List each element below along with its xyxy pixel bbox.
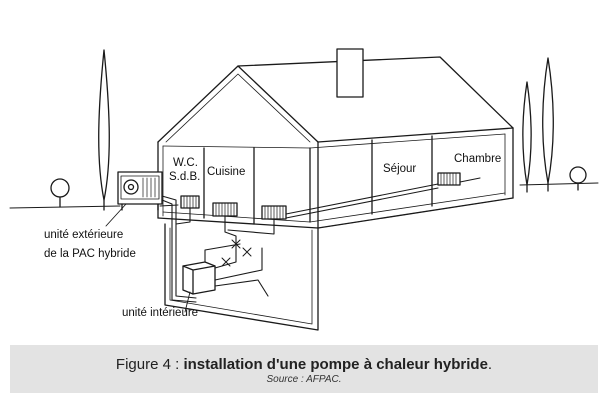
- room-label-cuisine: Cuisine: [207, 166, 245, 178]
- room-label-sejour: Séjour: [383, 163, 416, 175]
- cypress-tree-right-1: [522, 81, 532, 193]
- radiator-kitchen-2: [261, 205, 287, 220]
- room-label-chambre: Chambre: [454, 153, 501, 165]
- outdoor-unit-label-line2: de la PAC hybride: [44, 248, 136, 260]
- caption-prefix: Figure 4 :: [115, 356, 184, 373]
- radiator-kitchen-1: [212, 202, 238, 217]
- callout-line-outdoor: [105, 203, 127, 227]
- figure-caption: Figure 4 : installation d'une pompe à ch…: [10, 345, 598, 393]
- ground-line: [9, 182, 599, 209]
- shrub-left: [50, 178, 70, 208]
- caption-source: Source : AFPAC.: [266, 374, 342, 385]
- callout-line-indoor: [184, 291, 191, 313]
- cypress-tree-left: [98, 49, 110, 211]
- house-roof: [157, 56, 514, 143]
- cypress-tree-right-2: [542, 57, 554, 192]
- basement: [164, 197, 514, 331]
- heating-pipes: [161, 177, 481, 303]
- room-label-sdb: S.d.B.: [169, 171, 200, 183]
- shrub-right: [569, 166, 587, 191]
- indoor-unit-label: unité intérieure: [122, 307, 198, 319]
- chimney: [336, 48, 364, 98]
- radiator-wc: [180, 195, 200, 209]
- caption-title: installation d'une pompe à chaleur hybri…: [183, 356, 488, 373]
- caption-text: Figure 4 : installation d'une pompe à ch…: [10, 356, 598, 385]
- indoor-unit-icon: [182, 261, 216, 295]
- radiator-bedroom: [437, 172, 461, 186]
- caption-suffix: .: [487, 356, 493, 373]
- outdoor-unit-icon: [117, 171, 163, 211]
- outdoor-unit-label-line1: unité extérieure: [44, 229, 123, 241]
- room-label-wc: W.C.: [173, 157, 198, 169]
